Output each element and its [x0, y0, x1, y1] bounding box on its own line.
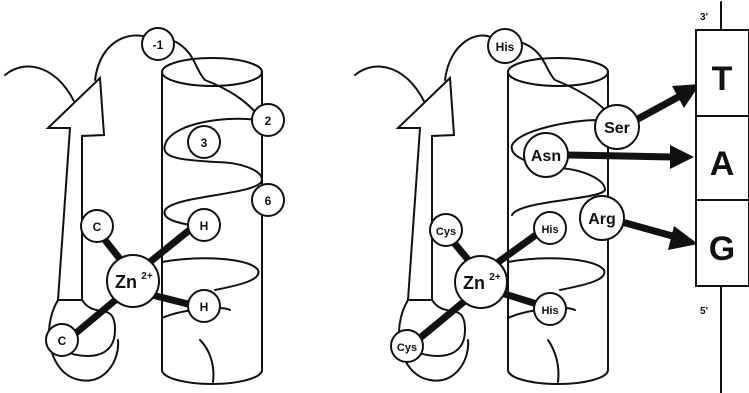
- left-residue-cys-lower: C: [45, 323, 79, 357]
- dna-base-a: A: [710, 145, 735, 183]
- left-residue-minus1: -1: [141, 27, 175, 61]
- dna-strand: 3' 5' T A G: [695, 1, 749, 393]
- left-hairpin-outer: [48, 299, 120, 382]
- right-hairpin-outer: [398, 299, 470, 382]
- left-helix-winding: [163, 117, 263, 229]
- contact-arrows: [564, 84, 700, 250]
- right-entry-strand: [354, 65, 429, 111]
- right-hairpin-curve: [409, 299, 466, 357]
- dna-end-3prime: 3': [700, 12, 708, 23]
- svg-text:C: C: [58, 334, 67, 348]
- right-helix-winding-lower: [507, 257, 606, 291]
- arrow-head-ser-to-t: [672, 84, 700, 108]
- right-loop-to-helix: [519, 41, 606, 111]
- svg-text:Cys: Cys: [436, 226, 456, 238]
- left-residue-cys-upper: C: [80, 209, 114, 243]
- right-residue-cys-lower: Cys: [390, 329, 424, 363]
- arrow-asn-to-a: [564, 151, 676, 161]
- left-residue-his-upper: H: [187, 208, 221, 242]
- right-zinc-ion: Zn 2+: [454, 255, 508, 309]
- arrow-head-asn-to-a: [670, 145, 694, 169]
- arrow-arg-to-g: [618, 218, 680, 241]
- right-residue-his-top: His: [487, 28, 523, 64]
- right-exit-strand: [547, 339, 560, 383]
- svg-text:Asn: Asn: [531, 148, 561, 165]
- left-loop-to-helix: [171, 39, 259, 116]
- right-residue-his-upper: His: [533, 211, 567, 245]
- svg-text:3: 3: [201, 136, 208, 150]
- svg-text:6: 6: [265, 194, 272, 208]
- left-residue-his-lower: H: [187, 289, 221, 323]
- dna-end-5prime: 5': [700, 306, 708, 317]
- right-residue-arg: Arg: [579, 195, 625, 241]
- right-residue-cys-upper: Cys: [429, 213, 463, 247]
- left-beta-arrow: [45, 75, 106, 301]
- svg-text:Arg: Arg: [588, 211, 616, 228]
- left-residue-3: 3: [187, 125, 221, 159]
- svg-text:-1: -1: [153, 38, 164, 52]
- left-residue-2: 2: [251, 103, 285, 137]
- svg-text:Ser: Ser: [604, 120, 630, 137]
- right-panel: His Ser Asn Arg His His Cys Cys: [354, 1, 749, 393]
- svg-text:2: 2: [265, 114, 272, 128]
- svg-text:C: C: [93, 220, 102, 234]
- left-zinc-ion: Zn 2+: [106, 254, 160, 308]
- svg-text:Zn: Zn: [115, 272, 137, 292]
- left-helix-winding-lower: [161, 257, 260, 291]
- svg-text:Zn: Zn: [463, 273, 485, 293]
- svg-text:H: H: [200, 219, 209, 233]
- svg-text:Cys: Cys: [397, 342, 417, 354]
- svg-text:His: His: [541, 224, 558, 236]
- left-hairpin-curve: [59, 299, 116, 357]
- right-residue-ser: Ser: [594, 104, 640, 150]
- svg-text:H: H: [200, 300, 209, 314]
- arrow-ser-to-t: [632, 92, 684, 124]
- right-beta-arrow: [395, 75, 456, 301]
- dna-base-box-a: [695, 115, 749, 201]
- svg-text:His: His: [541, 305, 558, 317]
- dna-base-box-g: [695, 199, 749, 287]
- left-exit-strand: [199, 339, 215, 383]
- svg-text:2+: 2+: [141, 271, 153, 282]
- left-entry-strand: [4, 65, 79, 111]
- svg-text:His: His: [496, 40, 515, 54]
- right-loop-to-his: [444, 34, 493, 81]
- dna-base-t: T: [712, 60, 733, 98]
- right-residue-asn: Asn: [523, 132, 569, 178]
- svg-text:2+: 2+: [489, 272, 501, 283]
- left-residue-6: 6: [251, 183, 285, 217]
- dna-base-g: G: [709, 230, 735, 268]
- arrow-head-arg-to-g: [668, 226, 698, 250]
- right-residue-his-lower: His: [533, 292, 567, 326]
- left-panel: -1 2 3 6 H H C C: [4, 27, 285, 385]
